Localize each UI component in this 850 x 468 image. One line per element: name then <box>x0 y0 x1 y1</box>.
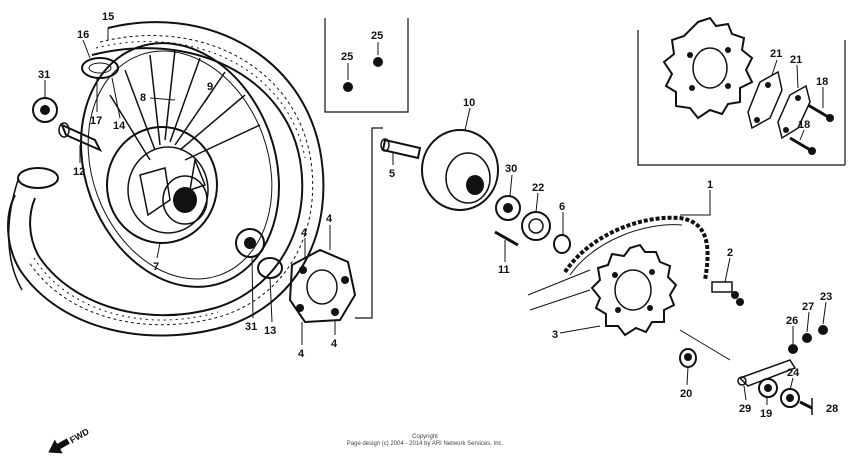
callout-20: 20 <box>680 388 692 400</box>
collar-6[interactable] <box>553 234 571 254</box>
nut-24[interactable] <box>780 388 800 408</box>
leader-lines <box>44 28 827 405</box>
pin-11[interactable] <box>494 230 519 247</box>
o-ring-13[interactable] <box>257 257 283 279</box>
callout-25-b: 25 <box>371 30 383 42</box>
bolt-25-b[interactable] <box>373 57 383 67</box>
callout-8: 8 <box>140 92 146 104</box>
bolt-18-a[interactable] <box>807 103 834 122</box>
bearing-31-left[interactable] <box>32 97 58 123</box>
cap-20[interactable] <box>679 348 697 368</box>
nut-23[interactable] <box>818 325 828 335</box>
adjuster-plate-29[interactable] <box>737 359 797 387</box>
callout-30: 30 <box>505 163 517 175</box>
callout-28: 28 <box>826 403 838 415</box>
driven-sprocket[interactable] <box>527 243 731 361</box>
callout-18-b: 18 <box>798 119 810 131</box>
callout-17: 17 <box>90 115 102 127</box>
rear-tire[interactable] <box>7 21 325 337</box>
callout-21-a: 21 <box>770 48 782 60</box>
bolt-18-b[interactable] <box>789 136 816 155</box>
callout-24: 24 <box>787 367 800 379</box>
callout-26: 26 <box>786 315 798 327</box>
bearing-31-right[interactable] <box>235 228 265 258</box>
callout-2: 2 <box>727 247 733 259</box>
axle-nut-19[interactable] <box>758 378 778 398</box>
bracket-hub-assembly <box>355 127 383 319</box>
callout-5: 5 <box>389 168 395 180</box>
callout-4-b: 4 <box>301 227 308 239</box>
nut-27[interactable] <box>802 333 812 343</box>
callout-4-c: 4 <box>298 348 305 360</box>
callout-23: 23 <box>820 291 832 303</box>
axle-collar-5[interactable] <box>380 138 422 160</box>
final-driven-flange-10[interactable] <box>421 129 499 211</box>
tire-tube-valve[interactable] <box>81 57 119 79</box>
copyright-title: Copyright <box>412 434 438 440</box>
callout-19: 19 <box>760 408 772 420</box>
wheel-rim[interactable] <box>48 15 312 315</box>
drive-chain[interactable] <box>563 215 710 281</box>
lock-plate-21-b[interactable] <box>777 84 811 140</box>
callout-16: 16 <box>77 29 89 41</box>
callout-4-a: 4 <box>326 213 333 225</box>
inset-box-sprocket <box>637 30 846 166</box>
copyright-text: Page design (c) 2004 - 2014 by ARI Netwo… <box>346 441 504 447</box>
callout-31-b: 31 <box>245 321 257 333</box>
callout-25-a: 25 <box>341 51 353 63</box>
callout-numbers: 15 16 31 8 9 17 14 12 7 25 25 10 5 30 22… <box>38 11 838 420</box>
copyright-notice: Copyright Page design (c) 2004 - 2014 by… <box>0 434 850 448</box>
washer-26[interactable] <box>788 344 798 354</box>
callout-27: 27 <box>802 301 814 313</box>
bearing-30[interactable] <box>495 195 521 221</box>
damper-rubbers-4[interactable] <box>288 248 357 324</box>
axle-spacer-12[interactable] <box>58 122 103 153</box>
cotter-pin-28[interactable] <box>799 398 813 415</box>
wheel-hub[interactable] <box>106 126 218 244</box>
callout-6: 6 <box>559 201 565 213</box>
rim-band-flap[interactable] <box>7 167 59 291</box>
callout-1: 1 <box>707 179 713 191</box>
callout-18-a: 18 <box>816 76 828 88</box>
callout-13: 13 <box>264 325 276 337</box>
callout-21-b: 21 <box>790 54 802 66</box>
callout-3: 3 <box>552 329 558 341</box>
spokes[interactable] <box>109 49 261 161</box>
callout-14: 14 <box>113 120 126 132</box>
inset-sprocket[interactable] <box>662 16 754 120</box>
oil-seal-22[interactable] <box>521 211 551 241</box>
callout-7: 7 <box>153 261 159 273</box>
master-link-2[interactable] <box>711 281 744 306</box>
inset-box-bolts-25 <box>324 18 409 113</box>
callout-22: 22 <box>532 182 544 194</box>
bolt-25-a[interactable] <box>343 82 353 92</box>
callout-10: 10 <box>463 97 475 109</box>
callout-12: 12 <box>73 166 85 178</box>
callout-15: 15 <box>102 11 114 23</box>
callout-4-d: 4 <box>331 338 338 350</box>
callout-9: 9 <box>207 81 213 93</box>
callout-11: 11 <box>498 264 510 276</box>
callout-31: 31 <box>38 69 50 81</box>
lock-plate-21-a[interactable] <box>747 70 783 130</box>
callout-29: 29 <box>739 403 751 415</box>
